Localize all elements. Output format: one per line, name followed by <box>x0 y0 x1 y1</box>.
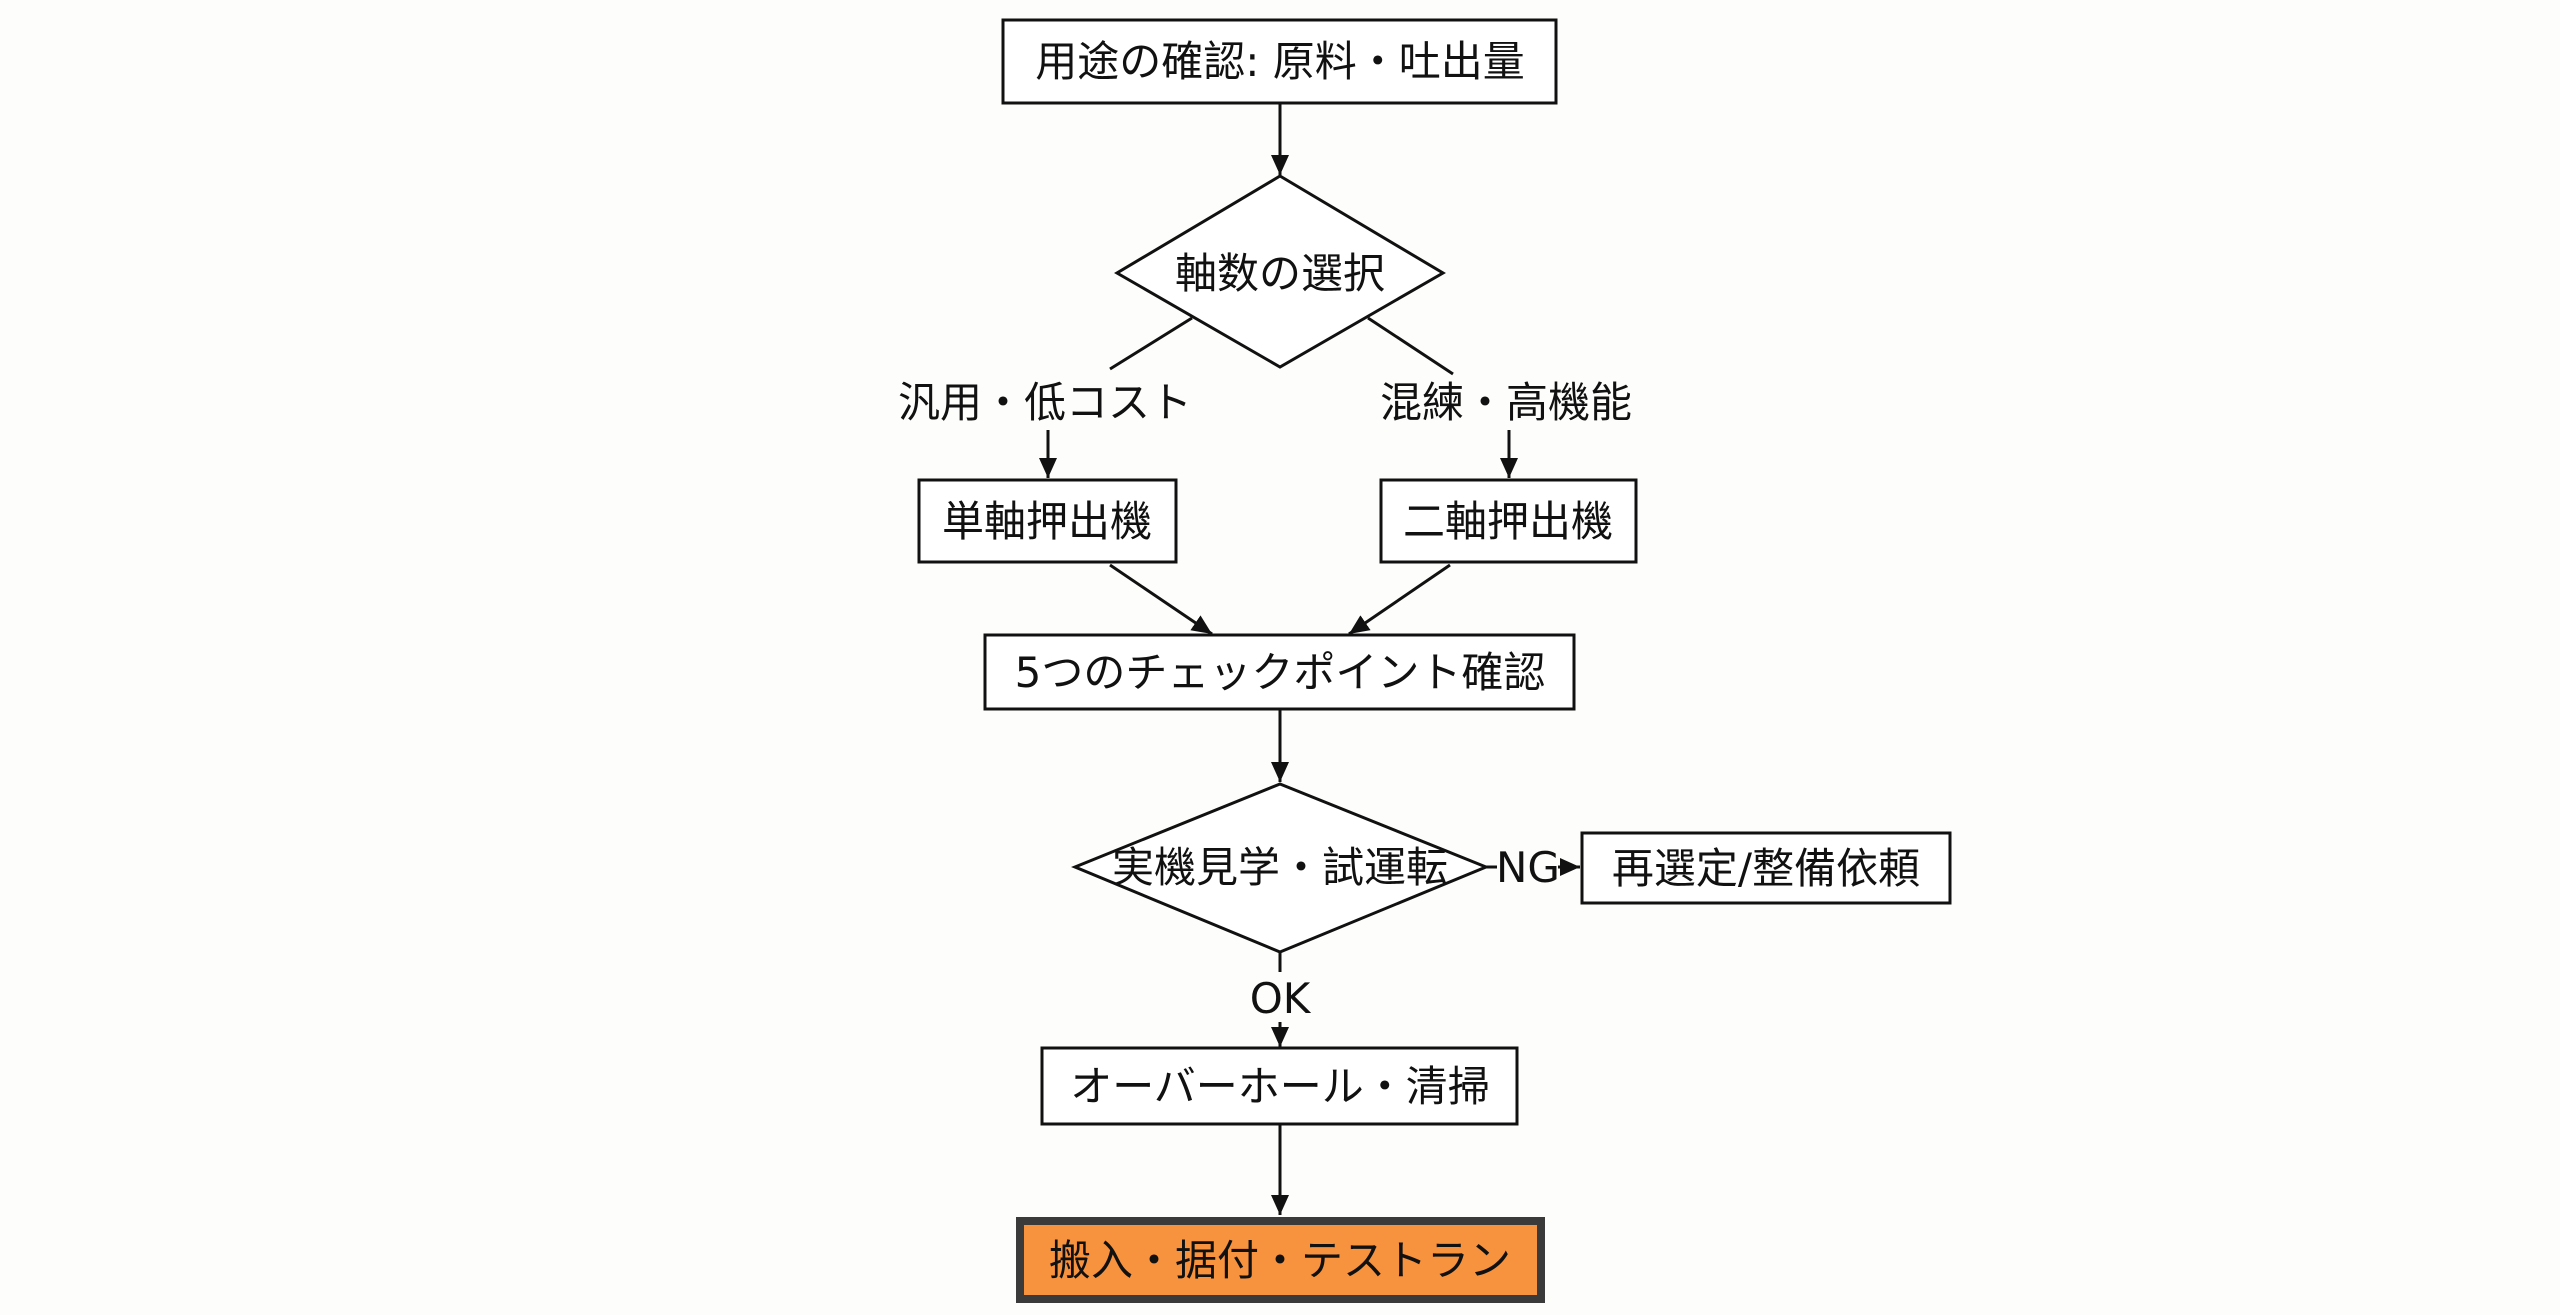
twin-screw-node: 二軸押出機 <box>1379 478 1638 564</box>
decision-axes-label: 軸数の選択 <box>1175 249 1385 298</box>
branch-line-left <box>1109 316 1193 371</box>
decision-trial-label: 実機見学・試運転 <box>1112 843 1448 892</box>
ng-result-label: 再選定/整備依頼 <box>1612 844 1920 893</box>
final-label: 搬入・据付・テストラン <box>1049 1236 1511 1285</box>
decision-axes-node: 軸数の選択 <box>1114 174 1446 369</box>
overhaul-node: オーバーホール・清掃 <box>1040 1046 1519 1126</box>
branch-right-label: 混練・高機能 <box>1380 378 1632 427</box>
ng-label: NG <box>1496 843 1560 892</box>
arrow <box>1109 563 1213 636</box>
twin-screw-label: 二軸押出機 <box>1403 497 1613 546</box>
arrow <box>1348 563 1451 636</box>
overhaul-label: オーバーホール・清掃 <box>1070 1062 1490 1111</box>
branch-left-label: 汎用・低コスト <box>898 378 1192 427</box>
final-node: 搬入・据付・テストラン <box>1016 1217 1545 1303</box>
checkpoints-node: 5つのチェックポイント確認 <box>983 633 1576 711</box>
ok-label: OK <box>1250 974 1312 1023</box>
start-node: 用途の確認: 原料・吐出量 <box>1001 18 1558 105</box>
branch-line-right <box>1367 316 1454 376</box>
single-screw-label: 単軸押出機 <box>942 497 1152 546</box>
checkpoints-label: 5つのチェックポイント確認 <box>1015 648 1546 697</box>
start-label: 用途の確認: 原料・吐出量 <box>1035 37 1525 86</box>
decision-trial-node: 実機見学・試運転 <box>1071 782 1490 954</box>
single-screw-node: 単軸押出機 <box>917 478 1178 564</box>
ng-result-node: 再選定/整備依頼 <box>1580 831 1952 905</box>
